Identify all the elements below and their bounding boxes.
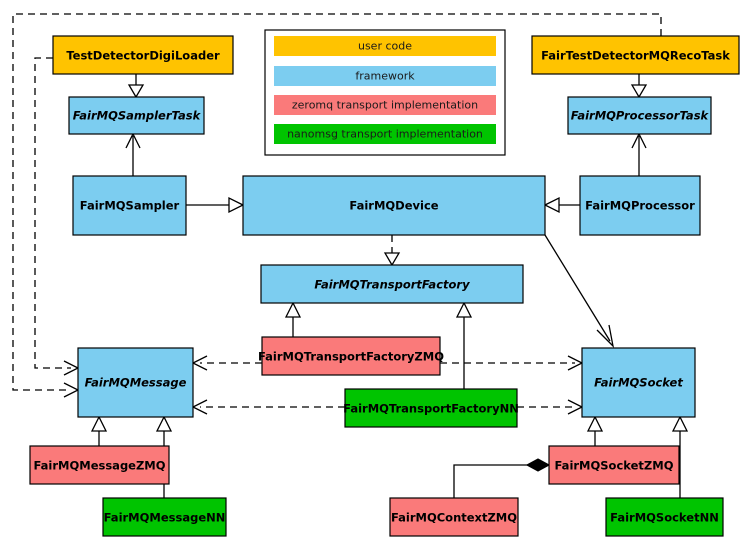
edge-tfzmq-socket [440,355,584,371]
node-label: FairMQSampler [80,199,180,213]
node-fairmqtransportfactoryzmq[interactable]: FairMQTransportFactoryZMQ [258,336,444,376]
edge-processor-device [543,196,580,214]
node-fairmqprocessor[interactable]: FairMQProcessor [579,175,701,236]
edge-tfnn-message [191,399,345,415]
node-label: FairMQTransportFactory [314,278,470,292]
legend-label: nanomsg transport implementation [287,128,483,141]
edge-contextzmq-socketzmq [453,458,551,498]
node-fairmqtransportfactorynn[interactable]: FairMQTransportFactoryNN [343,388,519,428]
legend-label: user code [358,40,412,53]
legend-swatch-framework [274,66,496,86]
legend-swatch-user-code [274,36,496,56]
legend-item-zeromq: zeromq transport implementation [274,95,496,115]
edge-socketzmq-socket [586,415,604,446]
legend-item-user-code: user code [274,36,496,56]
node-label: FairMQContextZMQ [391,511,517,525]
edge-device-socket [544,234,615,348]
edge-processor-processortask [631,132,647,176]
node-fairmqsamplertask[interactable]: FairMQSamplerTask [68,96,205,135]
node-label: FairMQSocketZMQ [555,459,674,473]
node-label: FairMQProcessorTask [571,109,710,123]
node-label: FairMQProcessor [585,199,695,213]
node-fairmqsampler[interactable]: FairMQSampler [72,175,187,236]
node-layer: TestDetectorDigiLoader FairTestDetectorM… [29,35,740,537]
node-label: TestDetectorDigiLoader [66,49,220,63]
node-fairmqcontextzmq[interactable]: FairMQContextZMQ [389,497,519,537]
node-fairmqsocket[interactable]: FairMQSocket [581,347,696,418]
node-fairmqmessagenn[interactable]: FairMQMessageNN [102,497,227,537]
edge-socketnn-socket [671,415,689,498]
node-fairtestdetectormqrecotask[interactable]: FairTestDetectorMQRecoTask [531,35,740,75]
edge-layer [12,13,689,498]
legend-swatch-zeromq [274,95,496,115]
legend-label: framework [355,70,415,83]
edge-tfzmq-message [191,355,262,371]
node-label: FairMQTransportFactoryNN [343,402,519,416]
node-fairmqdevice[interactable]: FairMQDevice [242,175,546,236]
edge-messagezmq-message [90,415,108,446]
legend-item-framework: framework [274,66,496,86]
node-label: FairMQMessageZMQ [33,459,165,473]
edge-sampler-samplertask [125,132,141,176]
node-fairmqsocketnn[interactable]: FairMQSocketNN [605,497,724,537]
edge-tfnn-transportfactory [455,301,473,389]
node-label: FairMQSocketNN [610,511,719,525]
edge-tfnn-socket [517,399,584,415]
node-label: FairMQSocket [594,376,683,390]
node-label: FairMQDevice [349,199,438,213]
node-label: FairMQTransportFactoryZMQ [258,350,444,364]
node-testdetectordigiloader[interactable]: TestDetectorDigiLoader [52,35,234,75]
edge-device-transportfactory [383,235,401,267]
legend-swatch-nanomsg [274,124,496,144]
node-fairmqsocketzmq[interactable]: FairMQSocketZMQ [548,445,680,485]
node-label: FairTestDetectorMQRecoTask [541,49,730,63]
node-label: FairMQMessage [85,376,187,390]
node-fairmqtransportfactory[interactable]: FairMQTransportFactory [260,264,524,304]
edge-digiloader-samplertask [127,74,145,99]
edge-sampler-device [186,196,245,214]
node-fairmqmessagezmq[interactable]: FairMQMessageZMQ [29,445,170,485]
edge-tfzmq-transportfactory [284,301,302,337]
node-label: FairMQSamplerTask [73,109,202,123]
node-fairmqprocessortask[interactable]: FairMQProcessorTask [567,96,712,135]
legend: user code framework zeromq transport imp… [264,29,506,156]
node-label: FairMQMessageNN [104,511,226,525]
legend-label: zeromq transport implementation [292,99,478,112]
legend-item-nanomsg: nanomsg transport implementation [274,124,496,144]
node-fairmqmessage[interactable]: FairMQMessage [77,347,194,418]
edge-recotask-processortask [630,74,648,99]
